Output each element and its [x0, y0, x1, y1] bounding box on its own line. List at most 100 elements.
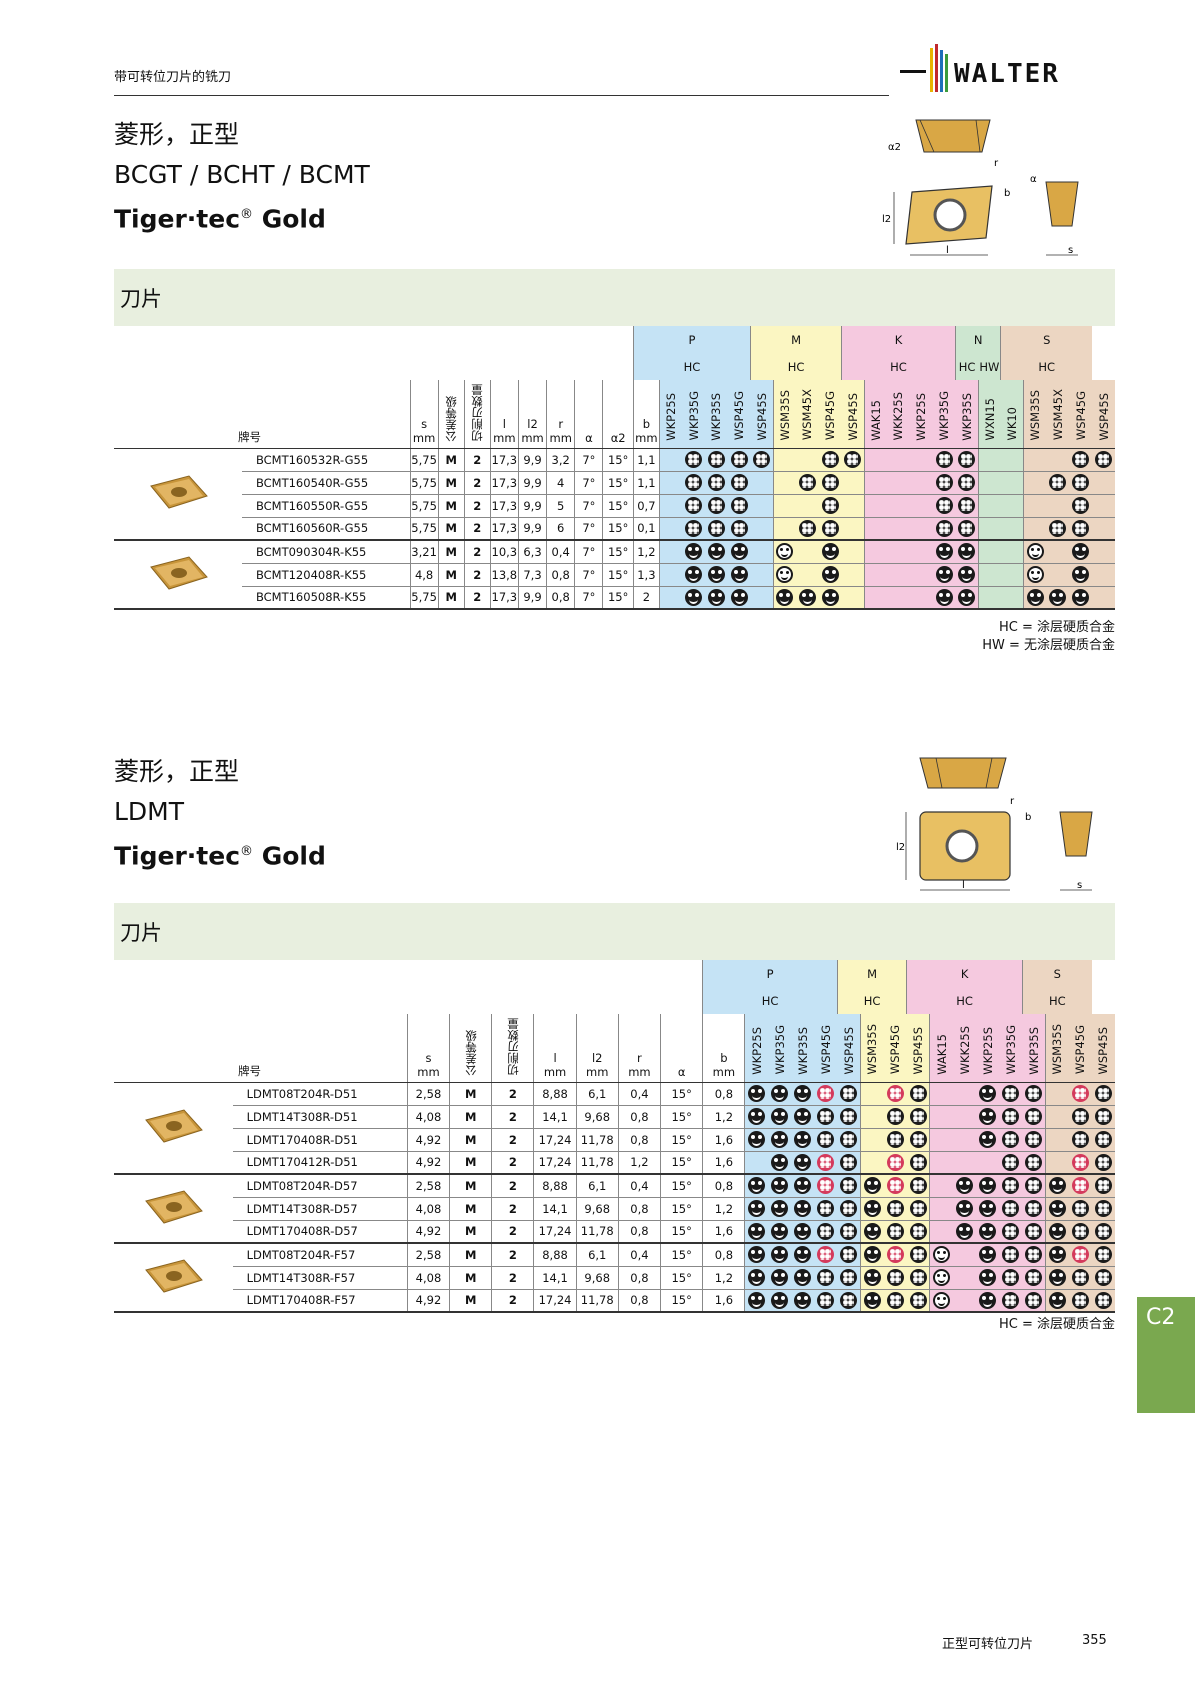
- grade-cell[interactable]: [906, 1243, 930, 1267]
- chapter-tab[interactable]: C2: [1137, 1297, 1195, 1413]
- grade-cell[interactable]: [929, 1174, 954, 1198]
- grade-cell[interactable]: [953, 1243, 977, 1267]
- grade-cell[interactable]: [837, 1105, 861, 1129]
- grade-cell[interactable]: [814, 1151, 838, 1175]
- grade-cell[interactable]: [658, 517, 683, 541]
- grade-cell[interactable]: [1000, 586, 1024, 610]
- grade-cell[interactable]: [1091, 1266, 1115, 1290]
- grade-cell[interactable]: [1046, 563, 1070, 587]
- grade-cell[interactable]: [929, 1289, 954, 1313]
- grade-cell[interactable]: [727, 494, 751, 518]
- grade-cell[interactable]: [883, 1197, 907, 1221]
- grade-cell[interactable]: [929, 1151, 954, 1175]
- grade-cell[interactable]: [860, 1151, 884, 1175]
- grade-cell[interactable]: [929, 1197, 954, 1221]
- grade-cell[interactable]: [976, 1174, 1000, 1198]
- grade-cell[interactable]: [1069, 494, 1093, 518]
- grade-cell[interactable]: [1000, 540, 1024, 564]
- grade-cell[interactable]: [796, 517, 819, 541]
- grade-cell[interactable]: [860, 1174, 884, 1198]
- grade-cell[interactable]: [682, 563, 705, 587]
- grade-cell[interactable]: [929, 1243, 954, 1267]
- grade-cell[interactable]: [744, 1128, 769, 1152]
- grade-cell[interactable]: [1022, 1289, 1046, 1313]
- designation[interactable]: BCMT120408R-K55: [241, 563, 411, 587]
- grade-cell[interactable]: [704, 517, 728, 541]
- grade-cell[interactable]: [1044, 1243, 1069, 1267]
- grade-cell[interactable]: [1092, 540, 1115, 564]
- grade-cell[interactable]: [860, 1128, 884, 1152]
- grade-cell[interactable]: [727, 563, 751, 587]
- grade-cell[interactable]: [772, 494, 797, 518]
- grade-cell[interactable]: [682, 448, 705, 472]
- grade-cell[interactable]: [860, 1220, 884, 1244]
- grade-cell[interactable]: [744, 1289, 769, 1313]
- grade-cell[interactable]: [1091, 1243, 1115, 1267]
- grade-cell[interactable]: [1092, 448, 1115, 472]
- designation[interactable]: BCMT160560R-G55: [241, 517, 411, 541]
- grade-cell[interactable]: [818, 448, 842, 472]
- grade-cell[interactable]: [976, 1197, 1000, 1221]
- grade-cell[interactable]: [768, 1220, 792, 1244]
- grade-cell[interactable]: [860, 1289, 884, 1313]
- grade-cell[interactable]: [955, 563, 979, 587]
- grade-cell[interactable]: [1000, 448, 1024, 472]
- grade-cell[interactable]: [727, 586, 751, 610]
- grade-cell[interactable]: [1092, 517, 1115, 541]
- grade-cell[interactable]: [837, 1289, 861, 1313]
- grade-cell[interactable]: [1069, 563, 1093, 587]
- grade-cell[interactable]: [1069, 471, 1093, 495]
- grade-cell[interactable]: [955, 448, 979, 472]
- grade-cell[interactable]: [772, 540, 797, 564]
- grade-cell[interactable]: [768, 1151, 792, 1175]
- grade-cell[interactable]: [1068, 1243, 1092, 1267]
- grade-cell[interactable]: [744, 1082, 769, 1106]
- designation[interactable]: BCMT160550R-G55: [241, 494, 411, 518]
- grade-cell[interactable]: [1044, 1151, 1069, 1175]
- grade-cell[interactable]: [841, 448, 865, 472]
- grade-cell[interactable]: [1091, 1082, 1115, 1106]
- grade-cell[interactable]: [814, 1289, 838, 1313]
- grade-cell[interactable]: [932, 563, 956, 587]
- grade-cell[interactable]: [1091, 1197, 1115, 1221]
- grade-cell[interactable]: [1069, 448, 1093, 472]
- grade-cell[interactable]: [1022, 1243, 1046, 1267]
- grade-cell[interactable]: [976, 1128, 1000, 1152]
- grade-cell[interactable]: [768, 1082, 792, 1106]
- grade-cell[interactable]: [772, 563, 797, 587]
- grade-cell[interactable]: [704, 448, 728, 472]
- grade-cell[interactable]: [976, 1220, 1000, 1244]
- grade-cell[interactable]: [727, 471, 751, 495]
- grade-cell[interactable]: [796, 494, 819, 518]
- grade-cell[interactable]: [791, 1220, 815, 1244]
- grade-cell[interactable]: [768, 1128, 792, 1152]
- grade-cell[interactable]: [1046, 517, 1070, 541]
- grade-cell[interactable]: [1022, 1174, 1046, 1198]
- grade-cell[interactable]: [863, 586, 888, 610]
- grade-cell[interactable]: [860, 1082, 884, 1106]
- grade-cell[interactable]: [977, 494, 1001, 518]
- grade-cell[interactable]: [906, 1128, 930, 1152]
- grade-cell[interactable]: [796, 448, 819, 472]
- grade-cell[interactable]: [953, 1105, 977, 1129]
- grade-cell[interactable]: [682, 540, 705, 564]
- grade-cell[interactable]: [977, 448, 1001, 472]
- grade-cell[interactable]: [932, 471, 956, 495]
- grade-cell[interactable]: [1091, 1151, 1115, 1175]
- grade-cell[interactable]: [887, 586, 910, 610]
- grade-cell[interactable]: [976, 1151, 1000, 1175]
- grade-cell[interactable]: [929, 1128, 954, 1152]
- grade-cell[interactable]: [953, 1174, 977, 1198]
- grade-cell[interactable]: [744, 1174, 769, 1198]
- grade-cell[interactable]: [1068, 1220, 1092, 1244]
- grade-cell[interactable]: [818, 540, 842, 564]
- grade-cell[interactable]: [818, 517, 842, 541]
- grade-cell[interactable]: [772, 448, 797, 472]
- grade-cell[interactable]: [841, 540, 865, 564]
- grade-cell[interactable]: [841, 471, 865, 495]
